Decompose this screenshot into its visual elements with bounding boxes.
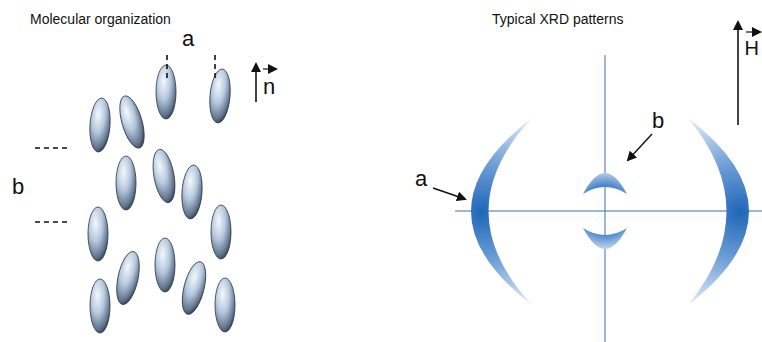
small-angle-peak — [583, 228, 627, 249]
field-arrow — [738, 22, 760, 125]
wide-angle-peak — [471, 118, 532, 305]
molecules — [88, 65, 235, 333]
peak-label: b — [652, 110, 664, 132]
leader-arrows — [433, 134, 652, 199]
wide-angle-peak — [688, 118, 749, 305]
vector-label: n — [263, 76, 275, 98]
director-arrow — [256, 64, 276, 102]
spacing-marks — [35, 55, 215, 222]
xrd-axes — [455, 55, 762, 342]
spacing-label: a — [182, 28, 194, 50]
peak-label: a — [415, 168, 427, 190]
vector-label: H — [745, 38, 759, 58]
small-angle-peak — [583, 173, 627, 194]
spacing-label: b — [12, 176, 24, 198]
panel-heading: Molecular organization — [30, 12, 171, 26]
panel-heading: Typical XRD patterns — [492, 12, 624, 26]
